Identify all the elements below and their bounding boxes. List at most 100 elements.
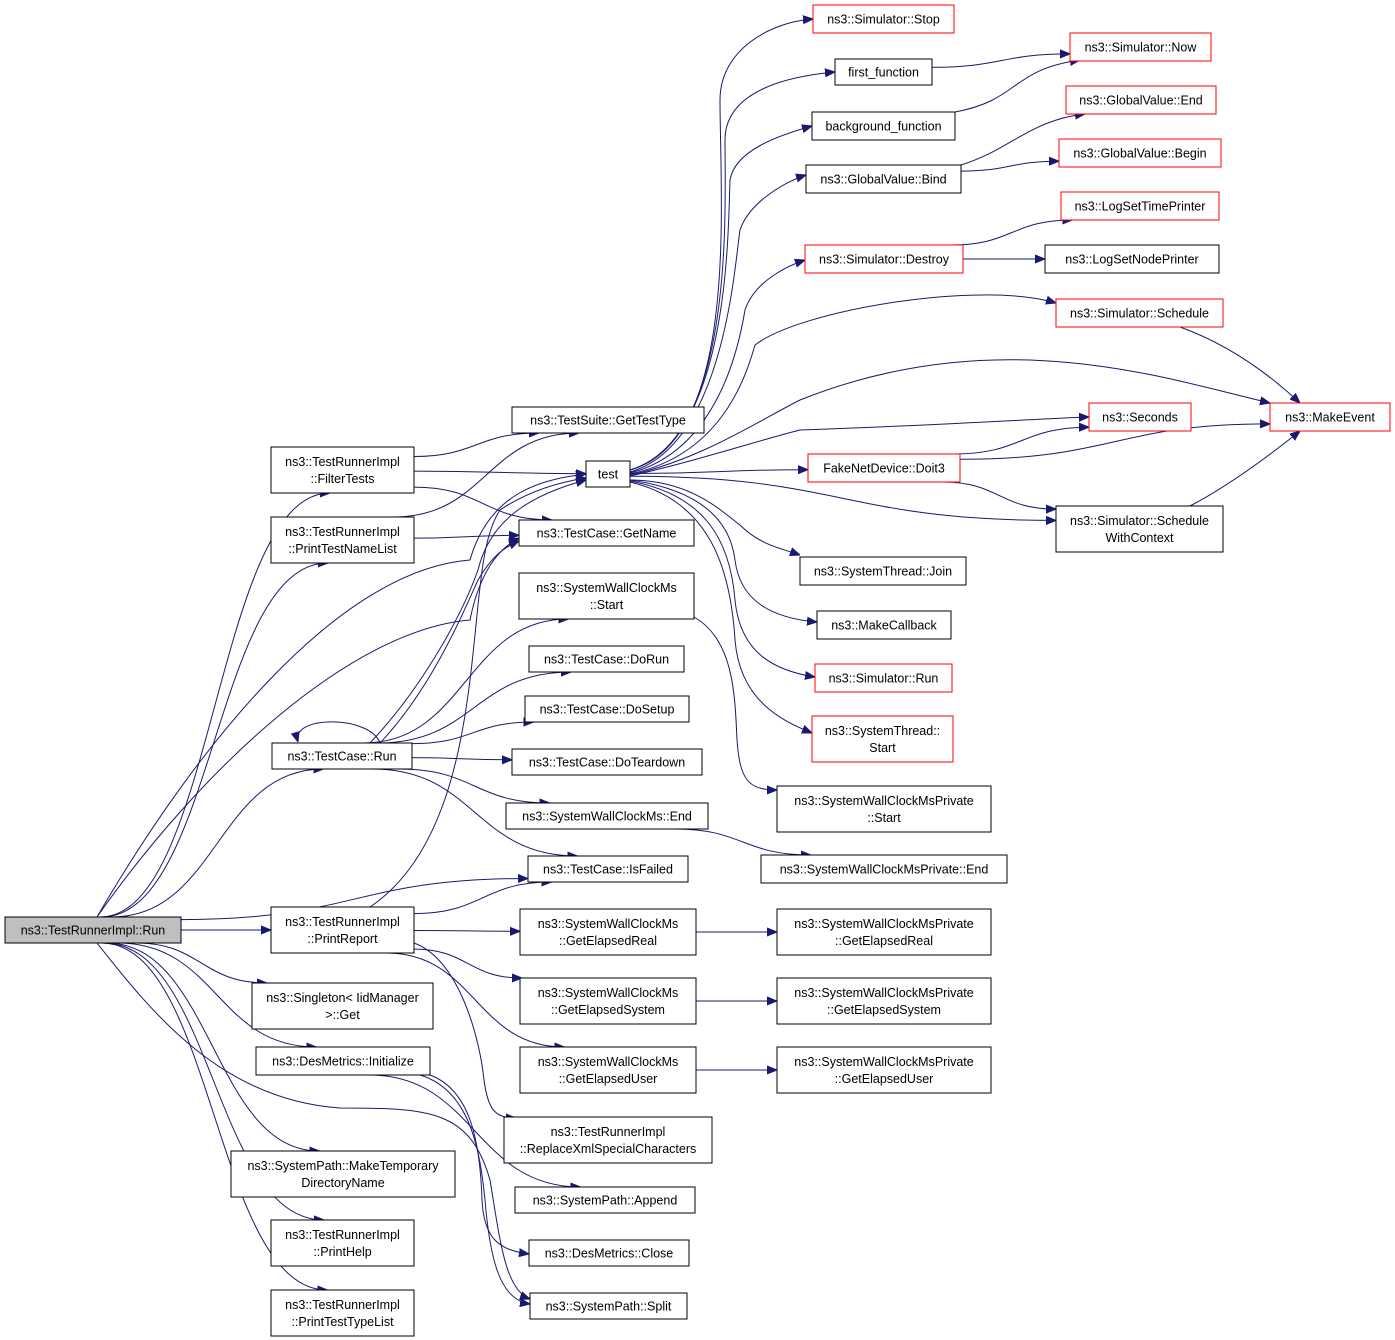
- node-test[interactable]: test: [585, 460, 631, 488]
- node-box-threadJoin: [799, 556, 967, 586]
- edge-run-to-filterTests: [100, 493, 330, 918]
- node-printReport[interactable]: ns3::TestRunnerImpl::PrintReport: [270, 906, 415, 954]
- edge-swcEnd-to-swcpEnd: [674, 828, 811, 855]
- node-label-printTestNameList-1: ::PrintTestNameList: [288, 542, 397, 556]
- node-swcpElapsedUser[interactable]: ns3::SystemWallClockMsPrivate::GetElapse…: [776, 1046, 992, 1094]
- node-label-scheduleWithContext-0: ns3::Simulator::Schedule: [1070, 514, 1209, 528]
- edge-run-to-printHelp: [103, 942, 324, 1220]
- node-label-swcpElapsedSystem-1: ::GetElapsedSystem: [827, 1003, 941, 1017]
- node-threadStart[interactable]: ns3::SystemThread::Start: [811, 715, 954, 763]
- node-isFailed[interactable]: ns3::TestCase::IsFailed: [527, 855, 689, 883]
- node-simSchedule[interactable]: ns3::Simulator::Schedule: [1055, 298, 1224, 328]
- node-doSetup[interactable]: ns3::TestCase::DoSetup: [524, 695, 690, 723]
- node-run[interactable]: ns3::TestRunnerImpl::Run: [4, 916, 182, 944]
- edge-printReport-to-getElapsedSystem: [413, 948, 522, 978]
- node-testCaseRun[interactable]: ns3::TestCase::Run: [271, 742, 413, 770]
- node-makeCallback[interactable]: ns3::MakeCallback: [816, 610, 952, 640]
- node-fakeNetDevice[interactable]: FakeNetDevice::Doit3: [807, 453, 961, 483]
- node-swcpElapsedSystem[interactable]: ns3::SystemWallClockMsPrivate::GetElapse…: [776, 977, 992, 1025]
- edge-test-to-scheduleWithContext: [629, 475, 1056, 520]
- node-box-gvBegin: [1058, 138, 1222, 168]
- node-label-threadStart-1: Start: [869, 741, 896, 755]
- node-getName[interactable]: ns3::TestCase::GetName: [518, 519, 695, 547]
- node-box-getElapsedReal: [519, 908, 697, 956]
- node-gvEnd[interactable]: ns3::GlobalValue::End: [1065, 85, 1217, 115]
- node-label-test-0: test: [598, 468, 619, 482]
- node-label-doSetup-0: ns3::TestCase::DoSetup: [540, 703, 675, 717]
- node-box-doRun: [528, 645, 685, 673]
- edge-run-to-printTestNameList: [101, 563, 327, 918]
- node-pathSplit[interactable]: ns3::SystemPath::Split: [529, 1292, 688, 1320]
- node-getElapsedReal[interactable]: ns3::SystemWallClockMs::GetElapsedReal: [519, 908, 697, 956]
- node-label-getElapsedSystem-1: ::GetElapsedSystem: [551, 1003, 665, 1017]
- node-label-swcStart-0: ns3::SystemWallClockMs: [536, 581, 677, 595]
- node-simDestroy[interactable]: ns3::Simulator::Destroy: [804, 244, 964, 274]
- node-box-getElapsedSystem: [519, 977, 697, 1025]
- node-label-seconds-0: ns3::Seconds: [1102, 411, 1178, 425]
- edge-fakeNetDevice-to-seconds: [954, 427, 1089, 455]
- node-label-getElapsedUser-1: ::GetElapsedUser: [559, 1072, 658, 1086]
- node-logNodePrinter[interactable]: ns3::LogSetNodePrinter: [1044, 244, 1220, 274]
- node-getElapsedUser[interactable]: ns3::SystemWallClockMs::GetElapsedUser: [519, 1046, 697, 1094]
- edge-testCaseRun-to-swcStart: [363, 619, 569, 744]
- node-simNow[interactable]: ns3::Simulator::Now: [1069, 32, 1212, 62]
- node-desInit[interactable]: ns3::DesMetrics::Initialize: [255, 1046, 431, 1076]
- node-replaceXml[interactable]: ns3::TestRunnerImpl::ReplaceXmlSpecialCh…: [503, 1116, 713, 1164]
- edge-run-to-testCaseRun: [111, 769, 324, 918]
- node-label-swcpStart-1: ::Start: [867, 811, 901, 825]
- node-label-swcStart-1: ::Start: [590, 598, 624, 612]
- node-box-firstFunction: [834, 58, 933, 86]
- node-getElapsedSystem[interactable]: ns3::SystemWallClockMs::GetElapsedSystem: [519, 977, 697, 1025]
- edge-gvBind-to-gvEnd: [960, 114, 1085, 166]
- edge-filterTests-to-getTestType: [413, 433, 539, 457]
- node-gvBegin[interactable]: ns3::GlobalValue::Begin: [1058, 138, 1222, 168]
- node-label-singletonGet-0: ns3::Singleton< IidManager: [266, 991, 419, 1005]
- node-seconds[interactable]: ns3::Seconds: [1088, 402, 1192, 432]
- edge-testCaseRun-to-swcEnd: [399, 768, 549, 803]
- node-swcEnd[interactable]: ns3::SystemWallClockMs::End: [505, 802, 709, 830]
- node-box-getTestType: [511, 406, 705, 434]
- node-makeEvent[interactable]: ns3::MakeEvent: [1269, 402, 1391, 432]
- node-getTestType[interactable]: ns3::TestSuite::GetTestType: [511, 406, 705, 434]
- node-backgroundFunction[interactable]: background_function: [811, 111, 956, 141]
- node-swcpElapsedReal[interactable]: ns3::SystemWallClockMsPrivate::GetElapse…: [776, 908, 992, 956]
- node-label-getElapsedUser-0: ns3::SystemWallClockMs: [538, 1055, 679, 1069]
- node-box-singletonGet: [251, 982, 434, 1030]
- node-printTestNameList[interactable]: ns3::TestRunnerImpl::PrintTestNameList: [270, 516, 415, 564]
- node-simRun[interactable]: ns3::Simulator::Run: [814, 663, 953, 693]
- node-pathAppend[interactable]: ns3::SystemPath::Append: [514, 1186, 696, 1214]
- edge-test-to-simDestroy: [629, 260, 805, 474]
- node-printHelp[interactable]: ns3::TestRunnerImpl::PrintHelp: [270, 1219, 415, 1267]
- node-box-getElapsedUser: [519, 1046, 697, 1094]
- node-doRun[interactable]: ns3::TestCase::DoRun: [528, 645, 685, 673]
- node-makeTempDir[interactable]: ns3::SystemPath::MakeTemporaryDirectoryN…: [230, 1150, 456, 1198]
- node-gvBind[interactable]: ns3::GlobalValue::Bind: [805, 164, 962, 194]
- edge-test-to-seconds: [629, 417, 1089, 477]
- node-label-scheduleWithContext-1: WithContext: [1105, 531, 1174, 545]
- node-firstFunction[interactable]: first_function: [834, 58, 933, 86]
- edge-test-to-makeCallback: [629, 479, 817, 622]
- edge-testCaseRun-to-testCaseRun: [297, 721, 381, 743]
- node-simStop[interactable]: ns3::Simulator::Stop: [812, 4, 955, 34]
- edge-layer: [96, 19, 1300, 1304]
- node-label-printTestTypeList-1: ::PrintTestTypeList: [291, 1315, 394, 1329]
- node-swcpEnd[interactable]: ns3::SystemWallClockMsPrivate::End: [760, 854, 1008, 884]
- edge-run-to-printTestTypeList: [101, 942, 328, 1290]
- node-desClose[interactable]: ns3::DesMetrics::Close: [528, 1239, 690, 1267]
- edge-filterTests-to-getName: [413, 486, 552, 520]
- node-box-printTestTypeList: [270, 1289, 415, 1337]
- node-singletonGet[interactable]: ns3::Singleton< IidManager >::Get: [251, 982, 434, 1030]
- node-threadJoin[interactable]: ns3::SystemThread::Join: [799, 556, 967, 586]
- node-swcStart[interactable]: ns3::SystemWallClockMs::Start: [518, 572, 695, 620]
- node-box-swcpElapsedUser: [776, 1046, 992, 1094]
- node-box-replaceXml: [503, 1116, 713, 1164]
- node-label-simRun-0: ns3::Simulator::Run: [829, 672, 939, 686]
- node-doTeardown[interactable]: ns3::TestCase::DoTeardown: [511, 748, 703, 776]
- node-filterTests[interactable]: ns3::TestRunnerImpl::FilterTests: [270, 446, 415, 494]
- node-box-logNodePrinter: [1044, 244, 1220, 274]
- node-swcpStart[interactable]: ns3::SystemWallClockMsPrivate::Start: [776, 785, 992, 833]
- node-label-gvEnd-0: ns3::GlobalValue::End: [1079, 94, 1203, 108]
- node-printTestTypeList[interactable]: ns3::TestRunnerImpl::PrintTestTypeList: [270, 1289, 415, 1337]
- node-logTimePrinter[interactable]: ns3::LogSetTimePrinter: [1060, 191, 1220, 221]
